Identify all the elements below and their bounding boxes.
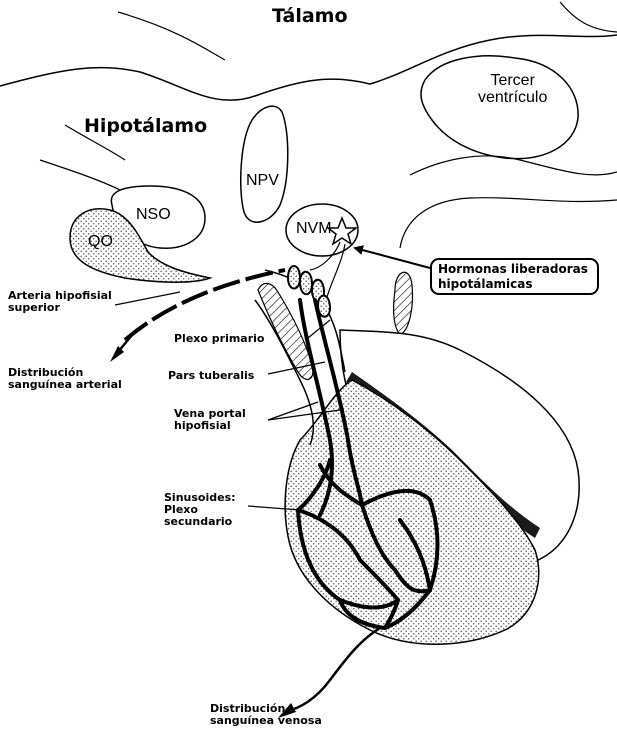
portal-vein-leader-1 [268,402,318,420]
hypothalamus-label: Hipotálamo [84,116,207,137]
primary-plexus-loops [288,266,330,317]
hormones-callout-box: Hormonas liberadoras hipotálamicas [430,258,599,295]
venous-distribution-label: Distribución sanguínea venosa [210,703,322,727]
right-lateral-outline [400,156,617,248]
hormones-leader [355,248,430,268]
thalamus-top-line [118,12,225,60]
hormones-label: Hormonas liberadoras hipotálamicas [438,262,591,292]
thalamus-top-line-right [560,2,617,32]
nvm-label: NVM [296,220,332,237]
npv-nucleus [241,106,288,222]
primary-plexus-label: Plexo primario [174,333,264,345]
right-hatched-region [394,272,413,335]
venous-outflow-vessel [285,628,380,712]
portal-vein-label: Vena portal hipofisial [174,408,246,432]
third-ventricle-label: Tercer ventrículo [478,72,547,107]
arterial-distribution-label: Distribución sanguínea arterial [8,367,122,391]
superior-artery-leader [115,292,180,305]
npv-label: NPV [246,172,279,189]
sinusoids-label: Sinusoides: Plexo secundario [164,492,236,528]
nso-label: NSO [136,206,171,223]
superior-artery-label: Arteria hipofisial superior [8,290,112,314]
pars-tuberalis-label: Pars tuberalis [168,370,254,382]
thalamus-label: Tálamo [272,6,348,27]
qo-label: QO [88,233,113,250]
